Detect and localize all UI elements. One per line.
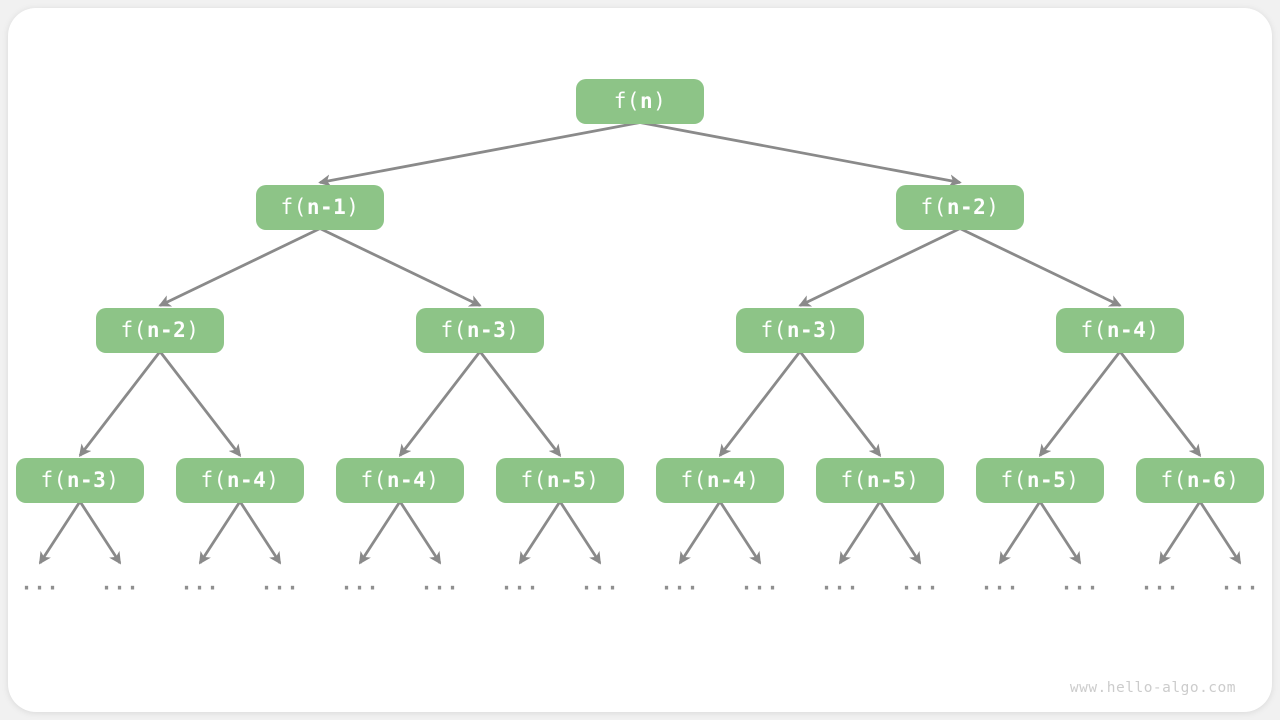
node-label-arg: n-1 [306, 194, 347, 219]
tree-node-n7: f(n-3) [16, 457, 144, 503]
watermark-text: www.hello-algo.com [1069, 680, 1236, 696]
subtree-ellipsis: ... [740, 570, 780, 595]
node-label-prefix: f( [760, 317, 787, 342]
node-label-prefix: f( [613, 88, 640, 113]
node-label-prefix: f( [520, 467, 547, 492]
node-label-suffix: ) [826, 317, 840, 342]
node-label-prefix: f( [1000, 467, 1027, 492]
tree-node-n13: f(n-5) [976, 457, 1104, 503]
node-label-arg: n-5 [866, 467, 907, 492]
node-label-arg: n-3 [786, 317, 827, 342]
node-label-suffix: ) [1066, 467, 1080, 492]
node-label-suffix: ) [746, 467, 760, 492]
subtree-ellipsis: ... [100, 570, 140, 595]
tree-node-n4: f(n-3) [416, 307, 544, 353]
tree-node-n8: f(n-4) [176, 457, 304, 503]
subtree-ellipsis: ... [180, 570, 220, 595]
node-label-arg: n-2 [146, 317, 187, 342]
subtree-ellipsis: ... [20, 570, 60, 595]
tree-node-n10: f(n-5) [496, 457, 624, 503]
node-label-prefix: f( [280, 194, 307, 219]
node-label-prefix: f( [120, 317, 147, 342]
node-label-suffix: ) [426, 467, 440, 492]
node-label-suffix: ) [653, 88, 667, 113]
node-label-suffix: ) [1226, 467, 1240, 492]
tree-node-n14: f(n-6) [1136, 457, 1264, 503]
node-label-suffix: ) [906, 467, 920, 492]
node-label-arg: n-3 [66, 467, 107, 492]
node-label-prefix: f( [680, 467, 707, 492]
node-label-arg: n-5 [1026, 467, 1067, 492]
node-label-prefix: f( [840, 467, 867, 492]
node-label-suffix: ) [106, 467, 120, 492]
node-label-suffix: ) [266, 467, 280, 492]
subtree-ellipsis: ... [500, 570, 540, 595]
subtree-ellipsis: ... [260, 570, 300, 595]
node-label-arg: n-3 [466, 317, 507, 342]
tree-node-n0: f(n) [576, 78, 704, 124]
tree-node-n6: f(n-4) [1056, 307, 1184, 353]
tree-node-n2: f(n-2) [896, 184, 1024, 230]
node-label-prefix: f( [360, 467, 387, 492]
node-label-suffix: ) [986, 194, 1000, 219]
node-label-prefix: f( [200, 467, 227, 492]
node-label-suffix: ) [346, 194, 360, 219]
node-label-prefix: f( [40, 467, 67, 492]
subtree-ellipsis: ... [660, 570, 700, 595]
node-label-suffix: ) [506, 317, 520, 342]
subtree-ellipsis: ... [340, 570, 380, 595]
node-label-prefix: f( [920, 194, 947, 219]
tree-node-n3: f(n-2) [96, 307, 224, 353]
tree-node-n12: f(n-5) [816, 457, 944, 503]
tree-node-n11: f(n-4) [656, 457, 784, 503]
tree-node-n9: f(n-4) [336, 457, 464, 503]
subtree-ellipsis: ... [420, 570, 460, 595]
node-label-arg: n-4 [386, 467, 427, 492]
node-label-arg: n-5 [546, 467, 587, 492]
node-label-arg: n-4 [226, 467, 267, 492]
node-label-arg: n-6 [1186, 467, 1227, 492]
node-label-arg: n-4 [1106, 317, 1147, 342]
subtree-ellipsis: ... [1060, 570, 1100, 595]
subtree-ellipsis: ... [1140, 570, 1180, 595]
node-label-prefix: f( [1080, 317, 1107, 342]
tree-node-n1: f(n-1) [256, 184, 384, 230]
subtree-ellipsis: ... [580, 570, 620, 595]
subtree-ellipsis: ... [820, 570, 860, 595]
tree-node-n5: f(n-3) [736, 307, 864, 353]
node-label-suffix: ) [1146, 317, 1160, 342]
node-label-prefix: f( [1160, 467, 1187, 492]
subtree-ellipsis: ... [1220, 570, 1260, 595]
node-label-suffix: ) [586, 467, 600, 492]
node-label-arg: n [639, 88, 654, 113]
node-label-suffix: ) [186, 317, 200, 342]
node-label-arg: n-2 [946, 194, 987, 219]
node-label-prefix: f( [440, 317, 467, 342]
subtree-ellipsis: ... [980, 570, 1020, 595]
node-label-arg: n-4 [706, 467, 747, 492]
subtree-ellipsis: ... [900, 570, 940, 595]
